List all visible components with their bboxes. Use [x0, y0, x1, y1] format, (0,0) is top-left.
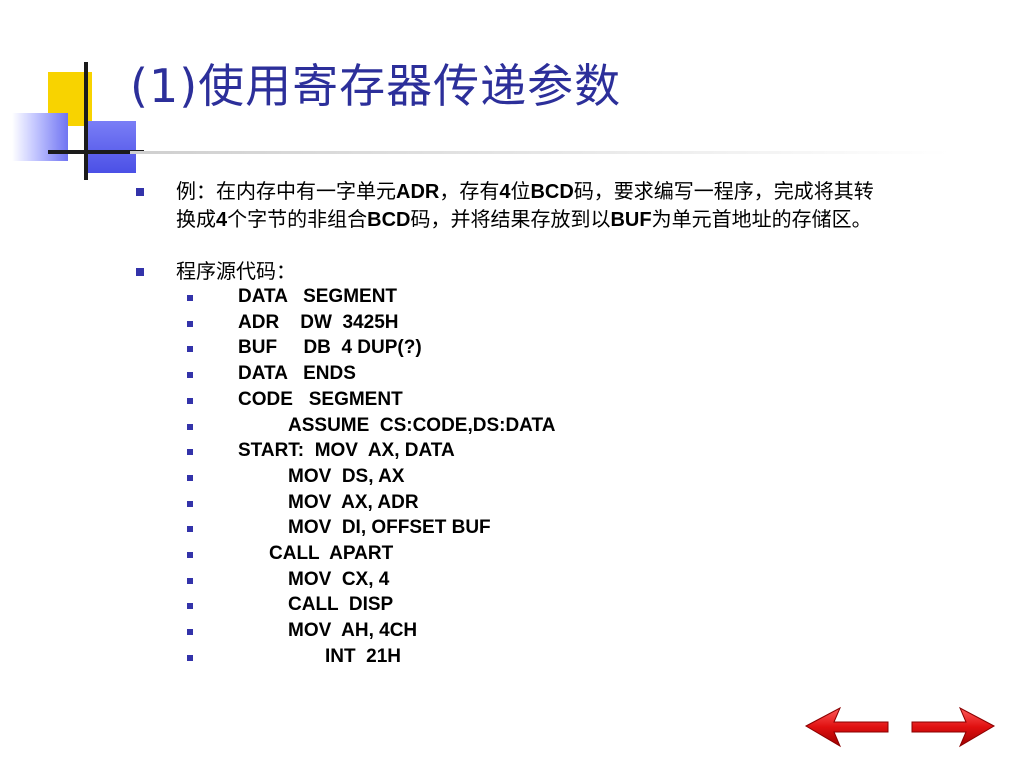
code-bullet-icon	[187, 500, 193, 507]
code-line: DATA ENDS	[238, 363, 356, 385]
text-run: 码，要求编写一程序，完成将其转换成	[176, 179, 874, 231]
bullet-icon	[136, 188, 144, 196]
text-run: 码，并将结果存放到以	[410, 207, 611, 231]
bold-run: ADR	[396, 181, 440, 203]
code-line: MOV CX, 4	[288, 568, 390, 590]
code-bullet-icon	[187, 474, 193, 481]
corner-decoration	[0, 0, 144, 190]
bold-run: BCD	[530, 181, 574, 203]
bold-run: BUF	[610, 209, 652, 231]
code-line: DATA SEGMENT	[238, 286, 398, 307]
bold-run: BCD	[367, 209, 411, 231]
left-arrow-icon[interactable]	[804, 706, 889, 748]
code-bullet-icon	[187, 654, 193, 661]
text-run: 例：在内存中有一字单元	[176, 179, 396, 203]
code-line: ASSUME CS:CODE,DS:DATA	[288, 414, 556, 436]
title-underline	[130, 151, 950, 154]
horizontal-line	[48, 150, 144, 154]
code-bullet-icon	[187, 397, 193, 404]
text-run: ，存有	[439, 179, 500, 203]
code-line: CALL DISP	[288, 594, 394, 616]
code-line: MOV DS, AX	[288, 465, 405, 487]
code-line: ADR DW 3425H	[238, 311, 399, 333]
code-line: CODE SEGMENT	[238, 388, 403, 410]
code-bullet-icon	[187, 552, 193, 558]
code-bullet-icon	[187, 346, 193, 353]
code-bullet-icon	[187, 423, 193, 430]
code-bullet-icon	[187, 577, 193, 584]
code-bullet-icon	[187, 372, 193, 379]
bullet-icon	[136, 268, 144, 276]
bold-run: 4	[216, 209, 228, 231]
blue-square	[88, 121, 136, 173]
code-bullet-icon	[187, 449, 193, 456]
code-line: BUF DB 4 DUP(?)	[238, 337, 422, 359]
code-line: CALL APART	[269, 543, 394, 564]
code-line: MOV AH, 4CH	[288, 620, 418, 642]
code-line: START: MOV AX, DATA	[238, 440, 455, 462]
code-line: INT 21H	[325, 645, 402, 667]
code-line: MOV AX, ADR	[288, 491, 419, 513]
vertical-line	[84, 62, 88, 180]
code-bullet-icon	[187, 603, 193, 610]
code-bullet-icon	[187, 295, 193, 301]
right-arrow-icon[interactable]	[911, 706, 996, 748]
code-bullet-icon	[187, 320, 193, 327]
source-code-heading: 程序源代码：	[176, 259, 296, 283]
bold-run: 4	[499, 181, 511, 203]
text-run: 个字节的非组合	[227, 207, 368, 231]
code-line: MOV DI, OFFSET BUF	[288, 517, 491, 539]
text-run: 位	[510, 179, 531, 203]
example-paragraph: 例：在内存中有一字单元ADR，存有4位BCD码，要求编写一程序，完成将其转换成4…	[176, 178, 876, 234]
code-bullet-icon	[187, 629, 193, 636]
slide-title: (1)使用寄存器传递参数	[130, 59, 622, 113]
code-bullet-icon	[187, 526, 193, 533]
text-run: 为单元首地址的存储区。	[651, 207, 872, 231]
navigation-arrows	[800, 702, 1000, 752]
